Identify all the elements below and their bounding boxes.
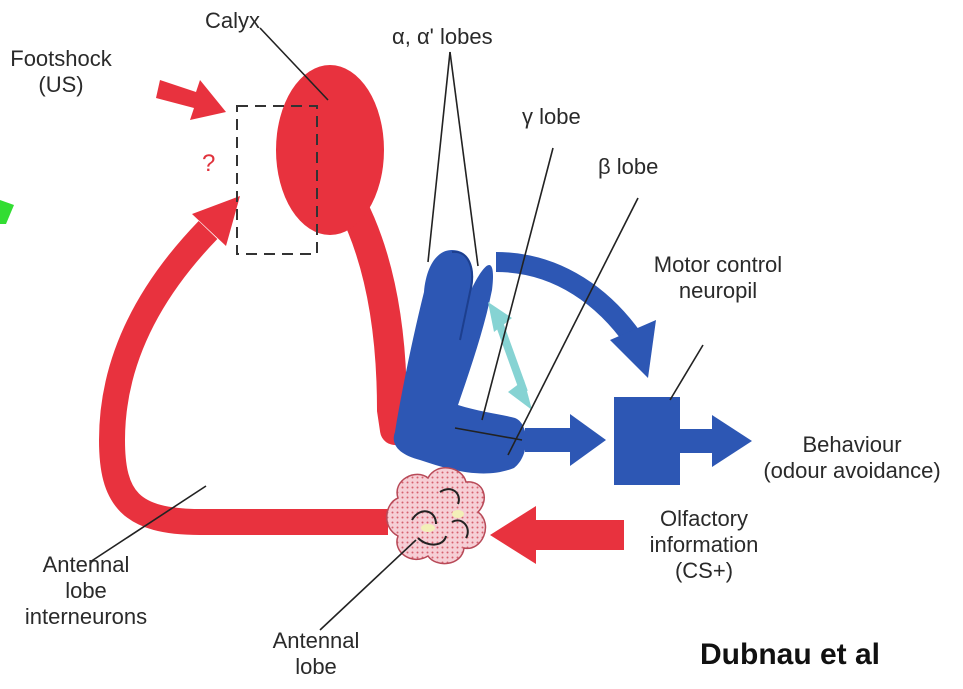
beta-lobe-label: β lobe: [598, 154, 658, 180]
gamma-beta-double-arrow: [488, 302, 532, 410]
behaviour-label: Behaviour (odour avoidance): [752, 432, 952, 484]
calyx-label: Calyx: [205, 8, 260, 34]
alpha-lobes-label: α, α' lobes: [392, 24, 493, 50]
beta-to-motor-shaft: [525, 428, 571, 452]
question-mark: ?: [202, 150, 215, 178]
calyx: [276, 65, 384, 235]
footshock-label: Footshock (US): [6, 46, 116, 98]
interneuron-tract: [112, 230, 388, 522]
olfactory-arrow-shaft: [534, 520, 624, 550]
antennal-lobe: [387, 468, 486, 564]
olfactory-label: Olfactory information (CS+): [624, 506, 784, 584]
antennal-lobe-interneurons-label: Antennal lobe interneurons: [6, 552, 166, 630]
motor-control-neuropil: [614, 397, 680, 485]
alpha-to-motor-arrow: [496, 262, 634, 340]
beta-to-motor-arrowhead: [570, 414, 606, 466]
peduncle: [352, 205, 395, 430]
gamma-lobe-label: γ lobe: [522, 104, 581, 130]
mushroom-body-lobes: [394, 250, 526, 473]
green-edge-mark: [0, 200, 14, 224]
behaviour-arrow-shaft: [680, 429, 714, 453]
motor-control-label: Motor control neuropil: [628, 252, 808, 304]
behaviour-arrowhead: [712, 415, 752, 467]
footshock-arrow: [156, 80, 226, 120]
citation: Dubnau et al: [700, 638, 880, 672]
olfactory-arrowhead: [490, 506, 536, 564]
antennal-lobe-label: Antennal lobe: [256, 628, 376, 680]
